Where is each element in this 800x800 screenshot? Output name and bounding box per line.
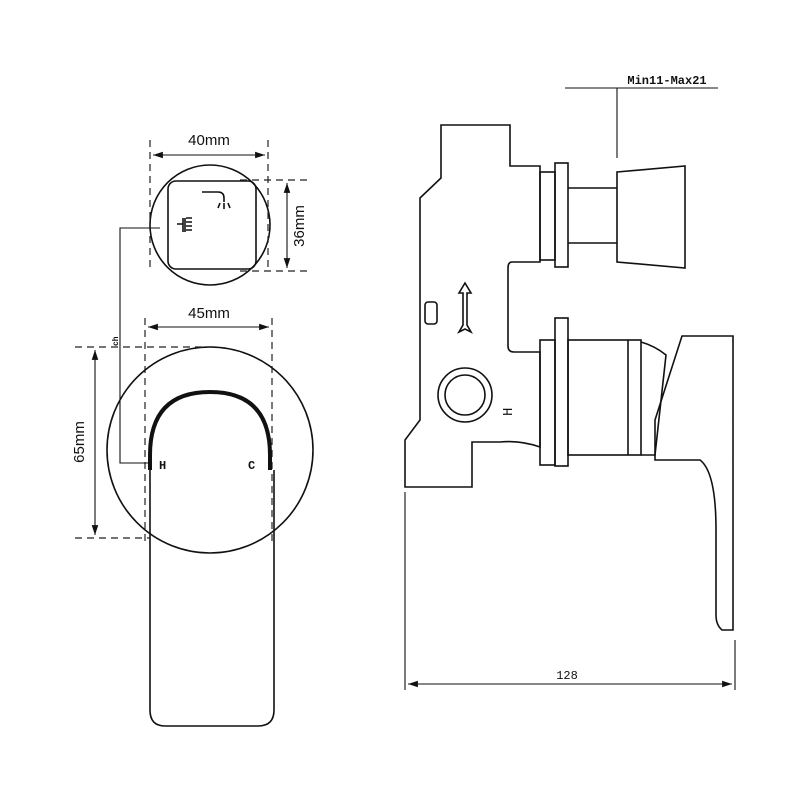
diverter-front-view: 40mm 36mm <box>149 132 310 286</box>
mixer-front-view: 45mm 65mm ch H C <box>71 227 314 727</box>
cold-label: C <box>248 459 255 473</box>
diverter-height-label: 36mm <box>291 205 308 247</box>
side-view: H Min11-Max21 128 <box>404 74 736 690</box>
flow-arrow-icon <box>456 281 474 334</box>
handshower-icon <box>177 217 192 232</box>
body-hot-label: H <box>501 408 517 416</box>
plate-height-label: 65mm <box>71 421 88 463</box>
plate-width-label: 45mm <box>188 305 230 322</box>
depth-range-label: Min11-Max21 <box>627 74 706 88</box>
total-depth-label: 128 <box>556 669 578 683</box>
diverter-width-label: 40mm <box>188 132 230 149</box>
hot-label: H <box>159 459 166 473</box>
small-note: ch <box>112 336 121 346</box>
showerhead-icon <box>202 191 231 209</box>
